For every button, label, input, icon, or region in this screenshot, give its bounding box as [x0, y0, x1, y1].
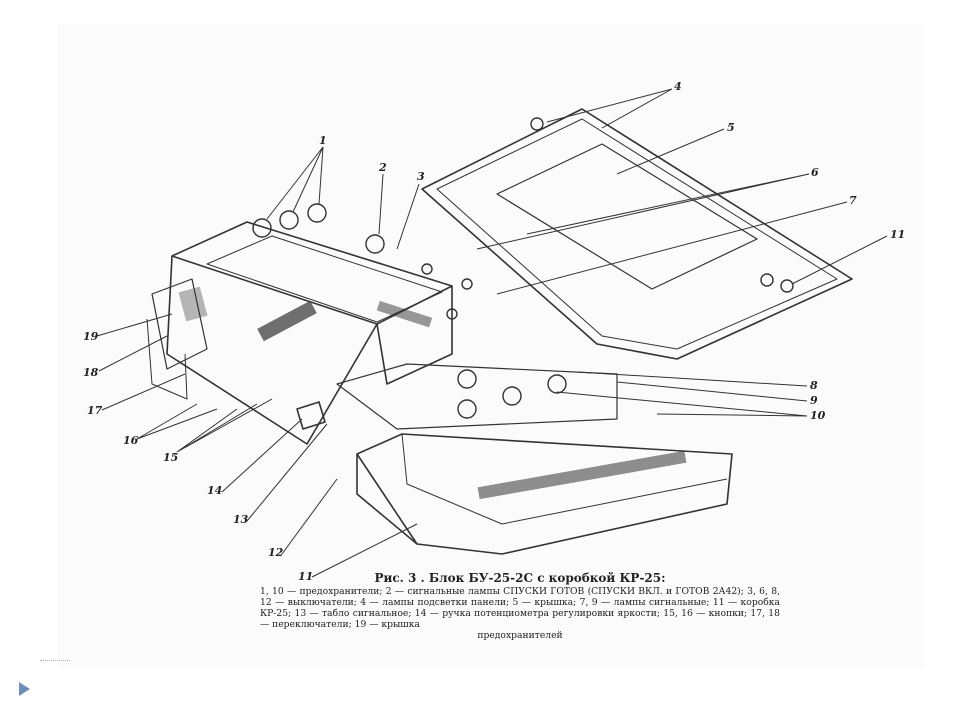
callout-label: 2	[378, 161, 387, 174]
unit-line-drawing: 1 2 3 4 5 6 7 11 8 9 10 19 18 17 16 15 1…	[83, 80, 905, 583]
callout-label: 9	[810, 394, 818, 407]
callout-label: 16	[123, 434, 139, 447]
callout-label: 10	[810, 409, 826, 422]
divider	[40, 660, 70, 661]
callout-label: 5	[727, 121, 735, 134]
callout-label: 1	[319, 134, 327, 147]
caption-tail: предохранителей	[477, 630, 563, 641]
callout-label: 6	[811, 166, 819, 179]
triangle-bullet-icon	[19, 682, 30, 696]
callout-label: 8	[810, 379, 818, 392]
callout-label: 4	[674, 80, 682, 93]
figure-caption: Рис. 3 . Блок БУ-25-2С с коробкой КР-25:…	[260, 571, 780, 641]
callout-label: 11	[890, 228, 905, 241]
callout-label: 12	[268, 546, 284, 559]
callout-label: 19	[83, 330, 99, 343]
scanned-figure: 1 2 3 4 5 6 7 11 8 9 10 19 18 17 16 15 1…	[57, 24, 924, 668]
callout-label: 11	[298, 570, 313, 583]
callout-label: 13	[233, 513, 249, 526]
caption-body: 1, 10 — предохранители; 2 — сигнальные л…	[260, 586, 780, 630]
caption-title: Рис. 3 . Блок БУ-25-2С с коробкой КР-25:	[374, 571, 666, 585]
callout-label: 18	[83, 366, 99, 379]
callout-label: 17	[87, 404, 103, 417]
callout-label: 15	[163, 451, 178, 464]
callout-label: 3	[417, 170, 425, 183]
callout-label: 14	[207, 484, 222, 497]
callout-label: 7	[849, 194, 857, 207]
